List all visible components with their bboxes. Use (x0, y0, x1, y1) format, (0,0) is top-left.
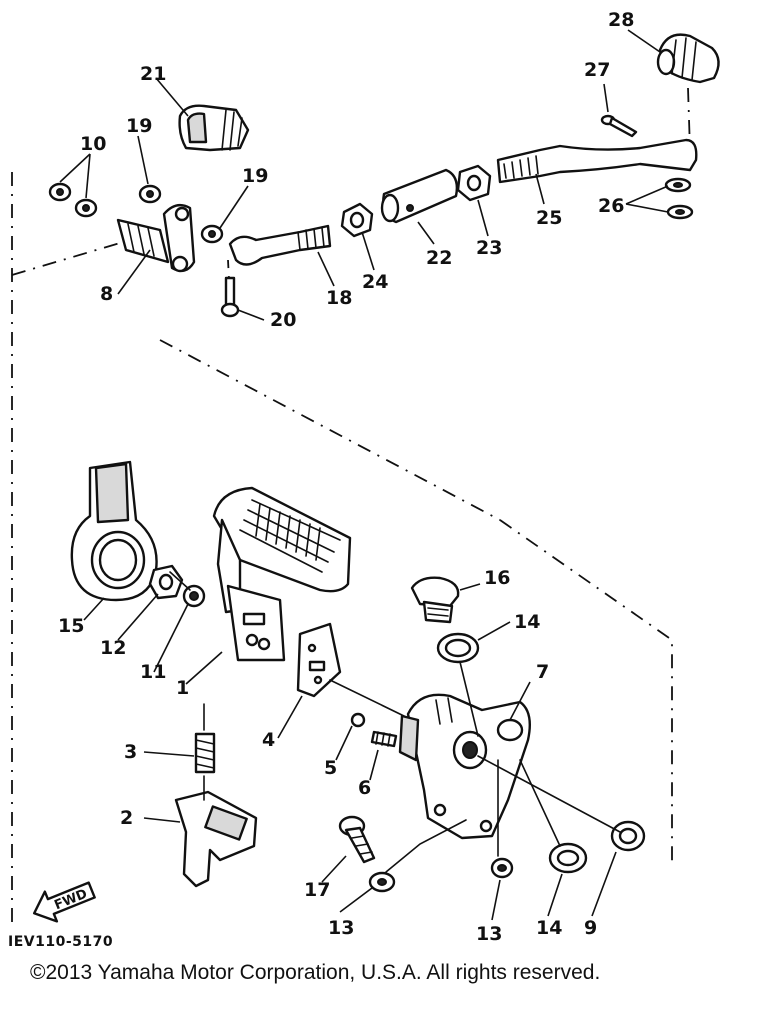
callout-12: 12 (100, 637, 126, 659)
callout-14a: 14 (514, 611, 540, 633)
callout-13a: 13 (328, 917, 354, 939)
callout-19b: 19 (242, 165, 268, 187)
part-26-washers (664, 177, 694, 220)
callout-20: 20 (270, 309, 296, 331)
part-5-ball (350, 712, 366, 728)
callout-7: 7 (536, 661, 549, 683)
part-24-nut (340, 202, 374, 238)
part-25-shift-rod (496, 138, 698, 184)
callout-10: 10 (80, 133, 106, 155)
part-7-bracket (398, 693, 531, 840)
part-14-washer-upper (436, 632, 480, 664)
callout-4: 4 (262, 729, 275, 751)
part-2-lock-lever (174, 790, 258, 888)
part-1-handle (212, 486, 352, 662)
part-6-detent (370, 730, 398, 748)
callout-11: 11 (140, 661, 166, 683)
part-19-washers (138, 184, 224, 244)
callout-16: 16 (484, 567, 510, 589)
part-9-washer (610, 820, 646, 852)
part-18-rod (228, 224, 332, 266)
callout-8: 8 (100, 283, 113, 305)
part-10-washers (48, 182, 98, 218)
leader-lines (59, 29, 669, 921)
part-8-lever (116, 203, 196, 273)
callout-28: 28 (608, 9, 634, 31)
callout-21: 21 (140, 63, 166, 85)
part-14-washer-lower (548, 842, 588, 874)
part-11-washer (182, 584, 206, 608)
callout-23: 23 (476, 237, 502, 259)
fwd-arrow-icon: FWD (32, 881, 96, 923)
part-27-pin (600, 114, 638, 138)
part-20-bolt (220, 276, 240, 318)
part-23-nut (456, 164, 492, 202)
part-28-grommet (656, 33, 720, 84)
callout-14b: 14 (536, 917, 562, 939)
callout-3: 3 (124, 741, 137, 763)
part-16-plug (410, 576, 460, 624)
callout-26: 26 (598, 195, 624, 217)
part-3-spring (194, 732, 216, 774)
axis-lines (169, 571, 621, 873)
callout-24: 24 (362, 271, 388, 293)
callout-25: 25 (536, 207, 562, 229)
part-12-nut (148, 564, 184, 600)
part-17-bolt (338, 815, 376, 864)
callout-6: 6 (358, 777, 371, 799)
callout-19a: 19 (126, 115, 152, 137)
callout-9: 9 (584, 917, 597, 939)
callout-15: 15 (58, 615, 84, 637)
callout-5: 5 (324, 757, 337, 779)
copyright-text: ©2013 Yamaha Motor Corporation, U.S.A. A… (30, 961, 600, 984)
part-4-plate (296, 622, 342, 698)
callout-27: 27 (584, 59, 610, 81)
part-13-washers (368, 857, 514, 893)
part-21-boot (178, 104, 250, 152)
diagram-code: IEV110-5170 (8, 934, 113, 950)
callout-17: 17 (304, 879, 330, 901)
part-22-sleeve (380, 168, 459, 224)
part-15-housing (70, 460, 158, 602)
callout-numbers: 10 19 21 19 8 20 18 24 22 23 25 26 27 28… (58, 9, 634, 945)
callout-1: 1 (176, 677, 189, 699)
callout-22: 22 (426, 247, 452, 269)
callout-13b: 13 (476, 923, 502, 945)
callout-18: 18 (326, 287, 352, 309)
callout-2: 2 (120, 807, 133, 829)
